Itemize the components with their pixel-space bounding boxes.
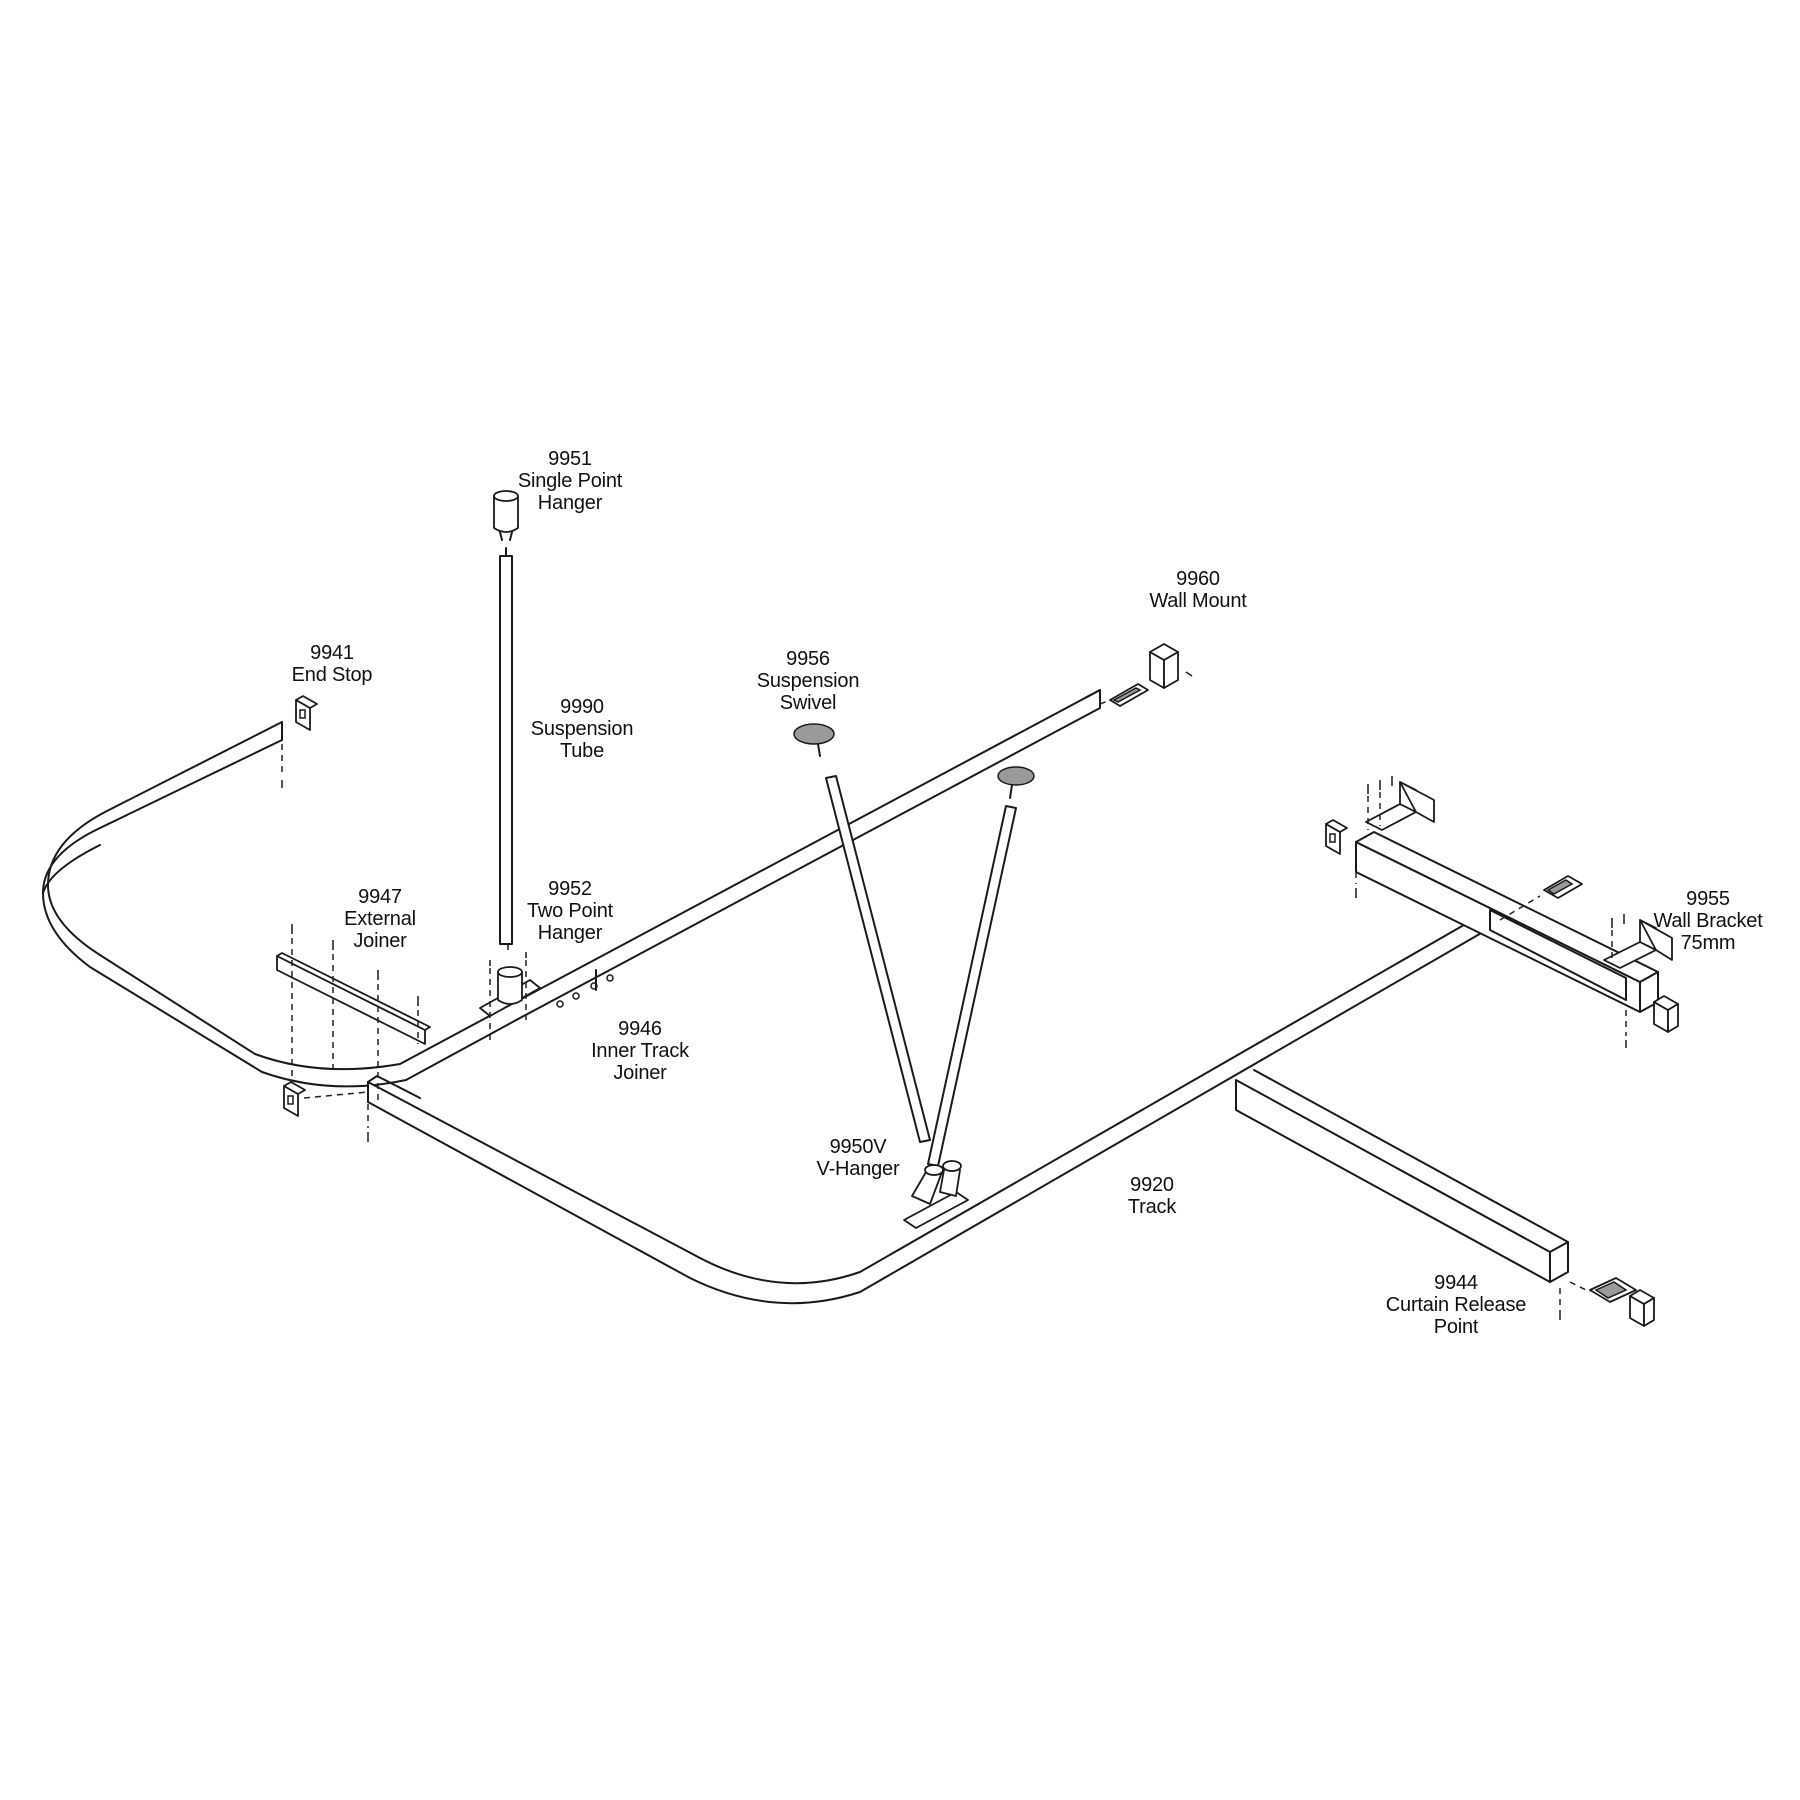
label-9951-single-point-hanger: 9951 Single Point Hanger [517, 448, 623, 514]
label-code: 9952 [548, 878, 592, 900]
label-name: Joiner [613, 1062, 667, 1084]
label-name: Wall Bracket [1653, 910, 1763, 932]
label-9920-track: 9920 Track [1128, 1174, 1176, 1218]
label-name: Two Point [526, 900, 614, 922]
front-track [367, 831, 1659, 1305]
label-name: External [344, 908, 416, 930]
label-code: 9990 [560, 696, 604, 718]
label-9960-wall-mount: 9960 Wall Mount [1149, 568, 1246, 612]
suspension-tube-9990 [499, 547, 513, 945]
back-track [42, 689, 1101, 1088]
v-hanger-tubes [825, 775, 1017, 1167]
label-9946-inner-track-joiner: 9946 Inner Track Joiner [591, 1018, 689, 1084]
label-name: Hanger [537, 922, 603, 944]
label-code: 9920 [1130, 1174, 1174, 1196]
label-9947-external-joiner: 9947 External Joiner [344, 886, 416, 952]
label-code: 9960 [1176, 568, 1220, 590]
label-name: Tube [559, 740, 605, 762]
label-code: 9955 [1686, 888, 1730, 910]
single-point-hanger-part [493, 490, 519, 541]
label-code: 9956 [786, 648, 830, 670]
external-joiner-part [276, 924, 431, 1100]
end-stop-part [281, 695, 318, 788]
label-name: Wall Mount [1149, 590, 1247, 612]
label-name: Hanger [537, 492, 603, 514]
end-stop-left-lower [283, 1081, 369, 1142]
label-name: V-Hanger [816, 1158, 900, 1180]
label-name: Point [1433, 1316, 1479, 1338]
label-name: Suspension [756, 670, 860, 692]
label-code: 9946 [618, 1018, 662, 1040]
two-point-hanger-part [479, 944, 541, 1040]
label-9941-end-stop: 9941 End Stop [292, 642, 373, 686]
label-name: Swivel [779, 692, 837, 714]
label-name: Single Point [517, 470, 623, 492]
label-name: Track [1127, 1196, 1177, 1218]
label-code: 9950V [829, 1136, 887, 1158]
label-code: 9951 [548, 448, 592, 470]
wall-bracket-part-upper [1325, 776, 1435, 898]
v-hanger-part [903, 1160, 969, 1229]
inner-track-joiner-holes [556, 974, 614, 1008]
label-name: Suspension [530, 718, 634, 740]
label-9990-suspension-tube: 9990 Suspension Tube [531, 696, 634, 762]
label-name: Curtain Release [1385, 1294, 1527, 1316]
label-name: Joiner [353, 930, 407, 952]
label-name: End Stop [291, 664, 373, 686]
curtain-release-point-part [1559, 1277, 1655, 1327]
label-9956-suspension-swivel: 9956 Suspension Swivel [757, 648, 860, 714]
label-9944-curtain-release-point: 9944 Curtain Release Point [1385, 1272, 1527, 1338]
label-name: Inner Track [591, 1040, 689, 1062]
label-9952-two-point-hanger: 9952 Two Point Hanger [527, 878, 613, 944]
label-9950v-v-hanger: 9950V V-Hanger [817, 1136, 900, 1180]
label-code: 9944 [1434, 1272, 1478, 1294]
label-code: 9947 [358, 886, 402, 908]
label-9955-wall-bracket-75mm: 9955 Wall Bracket 75mm [1653, 888, 1762, 954]
label-name: 75mm [1680, 932, 1736, 954]
wall-bracket-part-lower [1499, 875, 1679, 1048]
label-code: 9941 [310, 642, 354, 664]
suspension-swivel-part [793, 723, 1035, 799]
wall-mount-part [1099, 643, 1193, 707]
